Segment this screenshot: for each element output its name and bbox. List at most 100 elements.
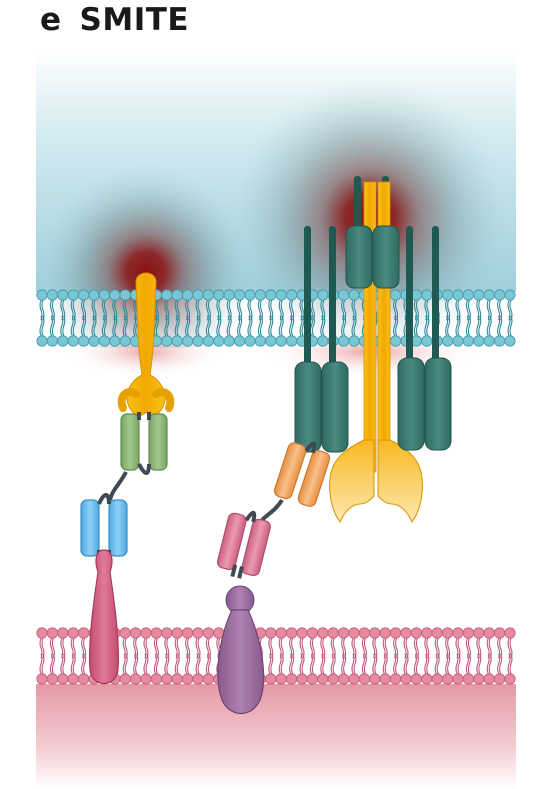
upper-lipid-head bbox=[337, 335, 350, 347]
lower-lipid-head bbox=[483, 673, 495, 685]
lower-cell-interior bbox=[36, 684, 516, 789]
panel-letter: e bbox=[40, 2, 62, 38]
upper-lipid-tail bbox=[320, 315, 326, 337]
lower-lipid-head bbox=[389, 673, 402, 685]
lower-lipid-head bbox=[431, 627, 443, 639]
lower-lipid-head bbox=[337, 673, 350, 685]
lower-lipid-head bbox=[119, 673, 131, 685]
upper-lipid-tail bbox=[205, 315, 211, 337]
lower-lipid-tail bbox=[424, 653, 430, 675]
upper-lipid-tail bbox=[247, 315, 253, 337]
upper-lipid-head bbox=[171, 289, 183, 301]
lower-lipid-head bbox=[379, 627, 391, 639]
upper-lipid-tail bbox=[60, 315, 66, 337]
upper-lipid-tail bbox=[101, 315, 107, 337]
lower-lipid-head bbox=[140, 627, 152, 639]
lower-lipid-head bbox=[493, 673, 506, 685]
upper-lipid-head bbox=[46, 335, 59, 347]
upper-lipid-head bbox=[265, 335, 277, 347]
upper-lipid-head bbox=[67, 335, 79, 347]
upper-lipid-tail bbox=[185, 315, 191, 337]
upper-lipid-head bbox=[493, 335, 506, 347]
lower-lipid-tail bbox=[434, 653, 440, 675]
lower-lipid-tail bbox=[465, 653, 471, 675]
upper-lipid-tail bbox=[268, 315, 274, 337]
upper-lipid-tail bbox=[278, 315, 284, 337]
left-construct bbox=[80, 272, 175, 685]
lower-lipid-tail bbox=[372, 653, 378, 675]
teal-stalk-1 bbox=[304, 226, 311, 366]
lower-lipid-head bbox=[400, 673, 412, 685]
upper-lipid-head bbox=[265, 289, 277, 301]
lower-lipid-tail bbox=[413, 653, 419, 675]
lower-lipid-tail bbox=[278, 653, 284, 675]
upper-lipid-tail bbox=[174, 315, 180, 337]
upper-lipid-head bbox=[337, 289, 350, 301]
upper-lipid-tail bbox=[413, 315, 419, 337]
upper-lipid-head bbox=[483, 289, 495, 301]
upper-lipid-tail bbox=[445, 315, 451, 337]
upper-lipid-tail bbox=[289, 315, 295, 337]
magenta-ligand-body bbox=[89, 549, 119, 685]
lower-lipid-head bbox=[410, 673, 422, 685]
upper-lipid-tail bbox=[237, 315, 243, 337]
lower-lipid-head bbox=[192, 673, 204, 685]
lower-lipid-tail bbox=[330, 653, 336, 675]
lower-lipid-tail bbox=[403, 653, 409, 675]
lower-lipid-head bbox=[36, 627, 48, 639]
teal-domain-top-2 bbox=[372, 225, 400, 289]
lower-lipid-head bbox=[483, 627, 495, 639]
lower-lipid-tail bbox=[351, 653, 357, 675]
upper-lipid-head bbox=[119, 335, 131, 347]
lower-lipid-head bbox=[202, 627, 214, 639]
teal-domain-left-2 bbox=[321, 361, 349, 453]
lower-lipid-tail bbox=[174, 653, 180, 675]
upper-lipid-head bbox=[98, 335, 111, 347]
upper-lipid-head bbox=[192, 335, 204, 347]
lower-lipid-head bbox=[67, 627, 79, 639]
upper-lipid-head bbox=[275, 335, 287, 347]
lower-lipid-head bbox=[348, 627, 360, 639]
lower-lipid-head bbox=[150, 673, 162, 685]
lower-lipid-tail bbox=[382, 653, 388, 675]
teal-stalk-2 bbox=[329, 226, 336, 366]
lower-lipid-head bbox=[493, 627, 506, 639]
upper-lipid-head bbox=[36, 289, 48, 301]
lower-lipid-head bbox=[473, 627, 485, 639]
lower-lipid-head bbox=[182, 673, 194, 685]
upper-lipid-head bbox=[202, 335, 214, 347]
upper-lipid-tail bbox=[497, 315, 503, 337]
lower-lipid-head bbox=[36, 673, 48, 685]
lower-lipid-head bbox=[46, 673, 59, 685]
upper-lipid-head bbox=[348, 335, 360, 347]
lower-lipid-head bbox=[150, 627, 162, 639]
upper-membrane bbox=[36, 289, 516, 347]
upper-lipid-tail bbox=[195, 315, 201, 337]
lower-lipid-head bbox=[275, 673, 287, 685]
upper-lipid-head bbox=[244, 289, 256, 301]
lower-lipid-tail bbox=[393, 653, 399, 675]
upper-lipid-head bbox=[317, 289, 329, 301]
lower-lipid-tail bbox=[195, 653, 201, 675]
upper-lipid-head bbox=[234, 335, 246, 347]
lower-lipid-tail bbox=[81, 653, 87, 675]
upper-lipid-head bbox=[317, 335, 329, 347]
lower-lipid-head bbox=[473, 673, 485, 685]
teal-stalk-6 bbox=[432, 226, 439, 366]
lower-lipid-head bbox=[306, 673, 318, 685]
orange-domain-1 bbox=[273, 442, 307, 500]
upper-lipid-head bbox=[348, 289, 360, 301]
lower-lipid-head bbox=[369, 627, 381, 639]
upper-lipid-tail bbox=[122, 315, 128, 337]
right-construct bbox=[216, 176, 452, 715]
upper-lipid-tail bbox=[486, 315, 492, 337]
lower-lipid-tail bbox=[133, 653, 139, 675]
lower-lipid-head bbox=[161, 673, 173, 685]
upper-lipid-head bbox=[275, 289, 287, 301]
upper-lipid-head bbox=[504, 335, 516, 347]
upper-lipid-head bbox=[473, 289, 485, 301]
lower-lipid-head bbox=[441, 673, 454, 685]
lower-lipid-head bbox=[192, 627, 204, 639]
